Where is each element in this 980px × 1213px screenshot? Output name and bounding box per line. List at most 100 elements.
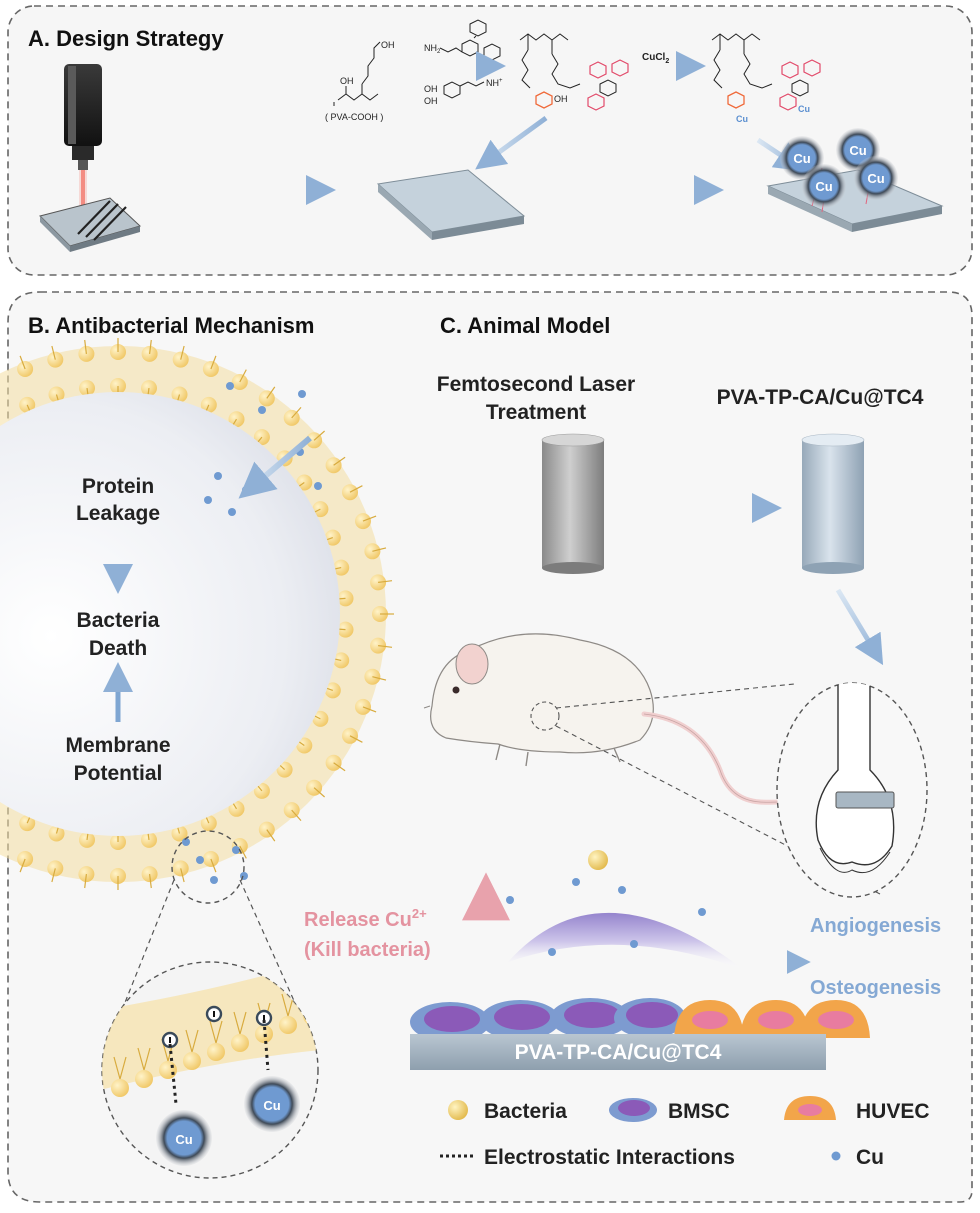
bmsc-cell [550, 998, 630, 1038]
lipid-tail [84, 874, 87, 889]
step-membrane-potential-line2: Potential [74, 762, 163, 785]
cu-ion [182, 838, 190, 846]
huvec-cell [740, 1000, 810, 1038]
substrate [410, 1034, 826, 1070]
femto-label-line2: Treatment [486, 401, 586, 424]
step-bacteria-death-line1: Bacteria [77, 609, 160, 632]
osteogenesis-label: Osteogenesis [810, 977, 941, 999]
lipid-head [111, 1079, 129, 1097]
cu-ion [204, 496, 212, 504]
lipid-head [255, 1025, 273, 1043]
release-label-line1: Release Cu2+ [304, 906, 427, 931]
cell-layer [410, 998, 870, 1042]
cu-ions-panel-c [506, 878, 706, 956]
legend: Bacteria BMSC HUVEC Electrostatic Intera… [440, 1096, 930, 1169]
legend-cu-swatch [831, 1151, 841, 1161]
panel-b-title: B. Antibacterial Mechanism [28, 313, 314, 338]
lipid-tail [313, 787, 325, 798]
lipid-tail [210, 355, 217, 370]
cu-ion [548, 948, 556, 956]
step-protein-leakage-line1: Protein [82, 475, 154, 498]
lipid-tail [239, 369, 247, 383]
lipid-tail [149, 874, 152, 889]
bmsc-cell [410, 1002, 490, 1042]
cytoplasm [0, 392, 340, 836]
lipid-head [207, 1043, 225, 1061]
lipid-tail [180, 868, 185, 883]
lipid-tail [149, 339, 152, 354]
plain-plate [376, 169, 526, 240]
cu-ion [232, 846, 240, 854]
complex-cu-label-2: Cu [798, 104, 810, 114]
lipid-tail [333, 456, 346, 466]
lipid-tail [333, 762, 346, 772]
cu-ion [298, 390, 306, 398]
panel-c-title: C. Animal Model [440, 313, 610, 338]
huvec-cell [800, 1000, 870, 1038]
zoom-source-circle [171, 830, 245, 904]
bmsc-cell [480, 1000, 560, 1040]
zoom-inset: Cu Cu [101, 961, 319, 1179]
lipid-tail [372, 676, 387, 681]
lipid-head [312, 501, 329, 518]
dopamine-ho-label-1: OH [424, 84, 438, 94]
lipid-head [135, 1070, 153, 1088]
zoom-guide-left [109, 879, 175, 1041]
lipid-head [231, 1034, 249, 1052]
cu-ion [572, 878, 580, 886]
legend-bacteria-swatch [448, 1100, 468, 1120]
legend-bmsc-label: BMSC [668, 1100, 730, 1123]
cu-ion [314, 482, 322, 490]
lipid-tail [291, 809, 302, 821]
cu-ion [196, 856, 204, 864]
complex-cu-label: Cu [736, 114, 748, 124]
cu-particle: Cu [854, 156, 898, 200]
bone-implant [835, 791, 895, 809]
cu-ion [240, 872, 248, 880]
cu-particle-label: Cu [793, 151, 810, 166]
pva-oh-label: OH [340, 76, 354, 86]
angiogenesis-label: Angiogenesis [810, 915, 941, 937]
dopamine-nh3-label: NH+ [486, 78, 503, 88]
step-bacteria-death-line2: Death [89, 637, 147, 660]
lipid-head [279, 1016, 297, 1034]
coated-implant-label: PVA-TP-CA/Cu@TC4 [717, 386, 924, 409]
cu-ion [258, 406, 266, 414]
lipid-tail [349, 735, 363, 743]
legend-cu-label: Cu [856, 1146, 884, 1169]
cu-ion [630, 940, 638, 948]
pva-cooh-structure: OH OH ( PVA-COOH ) [325, 40, 395, 122]
lipid-tail [19, 858, 26, 873]
lipid-tail [378, 580, 393, 583]
cu-ion [210, 876, 218, 884]
cu-ion [506, 896, 514, 904]
bacterium-cell [0, 338, 394, 890]
lipid-head [183, 1052, 201, 1070]
step-membrane-potential-line1: Membrane [65, 734, 170, 757]
cu-ion [228, 508, 236, 516]
lipid-tail [372, 547, 387, 552]
cu-particle-label: Cu [175, 1132, 192, 1147]
bacterium-fragment [508, 912, 744, 970]
lipid-tail [180, 345, 185, 360]
cucl2-label: CuCl2 [642, 52, 669, 65]
lipid-tail [291, 407, 302, 419]
lipid-tail [19, 355, 26, 370]
cu-particle-label: Cu [263, 1098, 280, 1113]
lipid-tail [266, 386, 276, 399]
bmsc-cell [614, 998, 686, 1038]
bacteria-particle [588, 850, 608, 870]
amine-nh2-label: NH2 [424, 43, 441, 55]
cu-ion [618, 886, 626, 894]
lipid-head [159, 1061, 177, 1079]
lipid-tail [210, 858, 217, 873]
legend-bacteria-label: Bacteria [484, 1100, 567, 1123]
cu-particle: Cu [244, 1076, 300, 1132]
lipid-tail [349, 485, 363, 493]
cu-particle: Cu [156, 1110, 212, 1166]
panel-a-title: A. Design Strategy [28, 26, 224, 51]
lipid-tail [266, 829, 276, 842]
pva-cooh-oh-label: OH [381, 40, 395, 50]
titanium-plate-grooved [39, 197, 141, 252]
lipid-tail [51, 868, 56, 883]
